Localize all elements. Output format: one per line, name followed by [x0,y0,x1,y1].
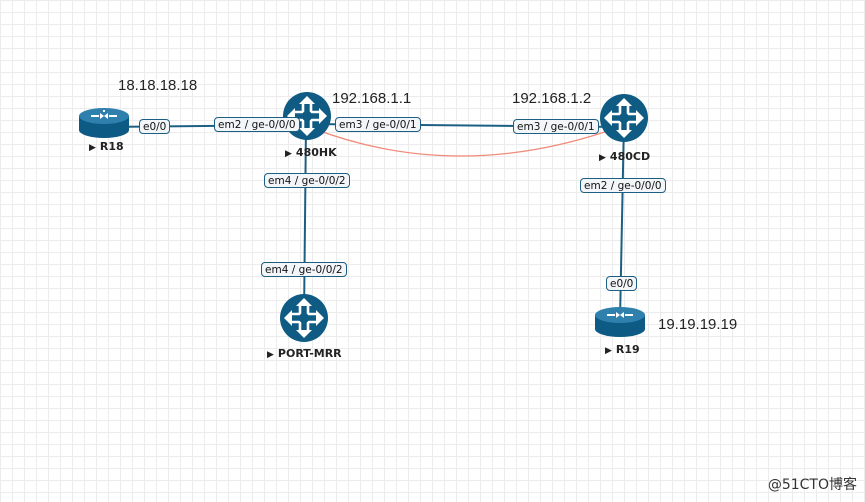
port-label-r18-e0[interactable]: e0/0 [139,119,171,134]
r19-ip-label: 19.19.19.19 [658,316,738,333]
watermark: @51CTO博客 [767,477,857,493]
480hk-ip-label: 192.168.1.1 [332,90,412,107]
router-icon[interactable] [595,307,645,337]
r18-name-label[interactable]: ▶R18 [89,140,124,153]
play-icon: ▶ [599,153,606,163]
play-icon: ▶ [267,350,274,360]
play-icon: ▶ [285,149,292,159]
router-icon[interactable] [79,108,129,138]
480cd-ip-label: 192.168.1.2 [512,90,592,107]
juniper-router-icon[interactable] [600,94,648,142]
port-label-port-mrr-em4[interactable]: em4 / ge-0/0/2 [261,262,347,277]
480hk-name-label[interactable]: ▶480HK [285,146,337,159]
r19-name-label[interactable]: ▶R19 [605,343,640,356]
port-label-480hk-em4[interactable]: em4 / ge-0/0/2 [264,173,350,188]
port-label-r19-e0[interactable]: e0/0 [606,276,638,291]
play-icon: ▶ [89,143,96,153]
play-icon: ▶ [605,346,612,356]
port-label-480hk-em3[interactable]: em3 / ge-0/0/1 [335,117,421,132]
port-label-480hk-em2[interactable]: em2 / ge-0/0/0 [214,117,300,132]
port-label-480cd-em2[interactable]: em2 / ge-0/0/0 [580,178,666,193]
port-label-480cd-em3[interactable]: em3 / ge-0/0/1 [513,119,599,134]
480cd-name-label[interactable]: ▶480CD [599,150,651,163]
juniper-router-icon[interactable] [280,294,328,342]
port-mrr-name-label[interactable]: ▶PORT-MRR [267,347,342,360]
juniper-router-icon[interactable] [283,92,331,140]
r18-ip-label: 18.18.18.18 [118,77,198,94]
link-480hk-port-mrr[interactable] [303,123,307,319]
link-480hk-480cd-highlight[interactable] [311,125,623,157]
